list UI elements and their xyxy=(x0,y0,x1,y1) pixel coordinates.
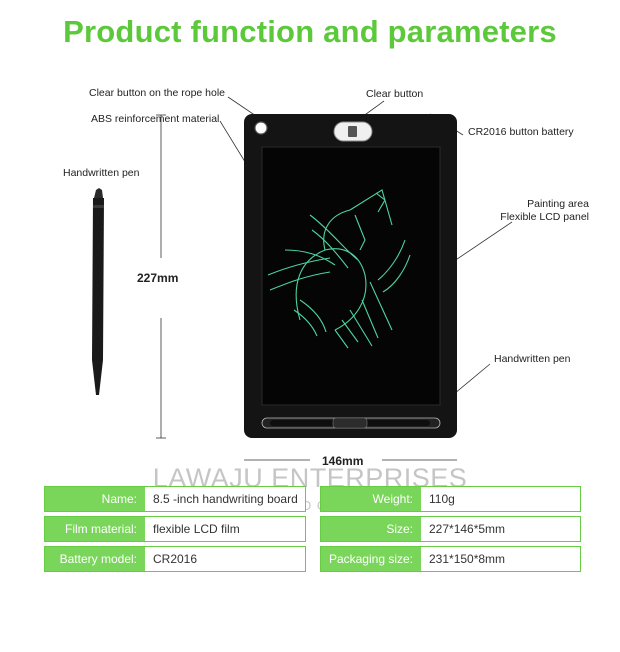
callout-abs-reinforcement: ABS reinforcement material xyxy=(91,113,220,125)
spec-value: 231*150*8mm xyxy=(429,552,506,566)
callout-battery: CR2016 button battery xyxy=(468,126,574,138)
spec-row-weight: Weight: 110g xyxy=(320,486,581,512)
callout-painting-area: Painting area xyxy=(527,198,589,210)
spec-label: Film material: xyxy=(45,517,145,541)
page-title: Product function and parameters xyxy=(63,14,557,49)
spec-row-battery-model: Battery model: CR2016 xyxy=(44,546,306,572)
callout-clear-button-rope-hole: Clear button on the rope hole xyxy=(89,87,226,99)
height-dimension: 227mm xyxy=(137,271,179,285)
spec-row-name: Name: 8.5 -inch handwriting board xyxy=(44,486,306,512)
spec-label: Battery model: xyxy=(45,547,145,571)
spec-value: CR2016 xyxy=(153,552,198,566)
callout-handwritten-pen-left: Handwritten pen xyxy=(63,167,140,179)
callout-flexible-lcd-panel: Flexible LCD panel xyxy=(500,211,589,223)
spec-row-size: Size: 227*146*5mm xyxy=(320,516,581,542)
spec-value: 110g xyxy=(429,492,455,506)
callout-handwritten-pen-right: Handwritten pen xyxy=(494,353,571,365)
width-dimension: 146mm xyxy=(322,454,364,468)
spec-row-packaging-size: Packaging size: 231*150*8mm xyxy=(320,546,581,572)
spec-label: Packaging size: xyxy=(321,547,421,571)
lcd-tablet-illustration xyxy=(244,114,457,438)
spec-value: 227*146*5mm xyxy=(429,522,506,536)
stylus-pen-illustration xyxy=(92,188,104,395)
spec-label: Weight: xyxy=(321,487,421,511)
spec-label: Size: xyxy=(321,517,421,541)
spec-value: 8.5 -inch handwriting board xyxy=(153,492,298,506)
spec-value: flexible LCD film xyxy=(153,522,240,536)
spec-row-film-material: Film material: flexible LCD film xyxy=(44,516,306,542)
callout-clear-button: Clear button xyxy=(366,88,424,100)
spec-label: Name: xyxy=(45,487,145,511)
mantis-drawing xyxy=(267,189,411,349)
